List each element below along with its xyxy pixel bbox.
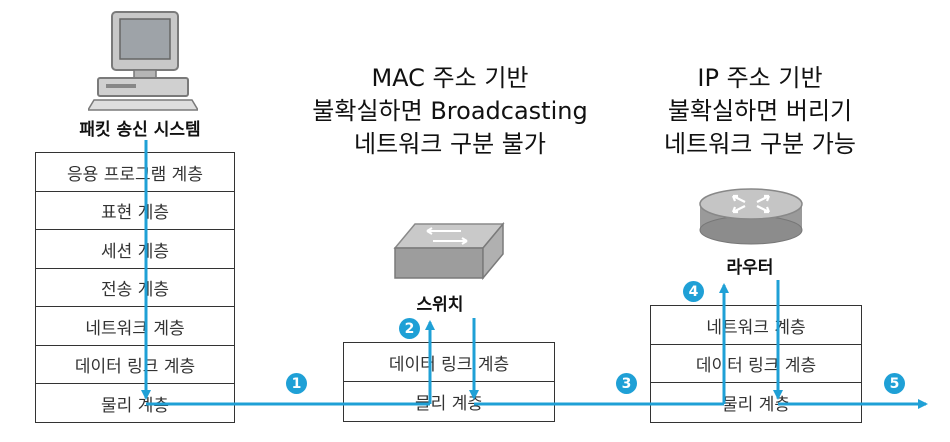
sender-stack: 응용 프로그램 계층 표현 계층 세션 계층 전송 계층 네트워크 계층 데이터… [35,152,235,425]
step-marker-5: 5 [884,373,905,394]
sender-layer-network: 네트워크 계층 [35,306,235,346]
router-heading: IP 주소 기반 불확실하면 버리기 네트워크 구분 가능 [610,62,910,161]
step-marker-2: 2 [399,318,420,339]
router-layer-datalink: 데이터 링크 계층 [650,343,862,384]
router-layer-network: 네트워크 계층 [650,305,862,345]
switch-layer-datalink: 데이터 링크 계층 [343,342,555,382]
switch-heading-line-1: MAC 주소 기반 [371,64,529,92]
router-heading-line-2: 불확실하면 버리기 [667,97,853,125]
router-heading-line-3: 네트워크 구분 가능 [664,130,856,158]
computer-icon [88,11,198,111]
router-label: 라우터 [726,258,774,278]
sender-label: 패킷 송신 시스템 [79,120,201,140]
router-stack: 네트워크 계층 데이터 링크 계층 물리 계층 [650,305,862,425]
switch-label: 스위치 [416,295,464,315]
router-icon [699,188,803,245]
sender-layer-presentation: 표현 계층 [35,190,235,231]
switch-heading: MAC 주소 기반 불확실하면 Broadcasting 네트워크 구분 불가 [300,62,600,161]
router-heading-line-1: IP 주소 기반 [697,64,823,92]
switch-icon [393,222,505,281]
step-marker-1: 1 [286,373,307,394]
switch-stack: 데이터 링크 계층 물리 계층 [343,342,555,424]
switch-heading-line-2: 불확실하면 Broadcasting [312,97,588,125]
step-marker-4: 4 [683,281,704,302]
step-marker-3: 3 [616,373,637,394]
switch-layer-physical: 물리 계층 [343,381,555,422]
sender-layer-application: 응용 프로그램 계층 [35,152,235,192]
sender-layer-session: 세션 계층 [35,229,235,269]
switch-heading-line-3: 네트워크 구분 불가 [354,130,546,158]
